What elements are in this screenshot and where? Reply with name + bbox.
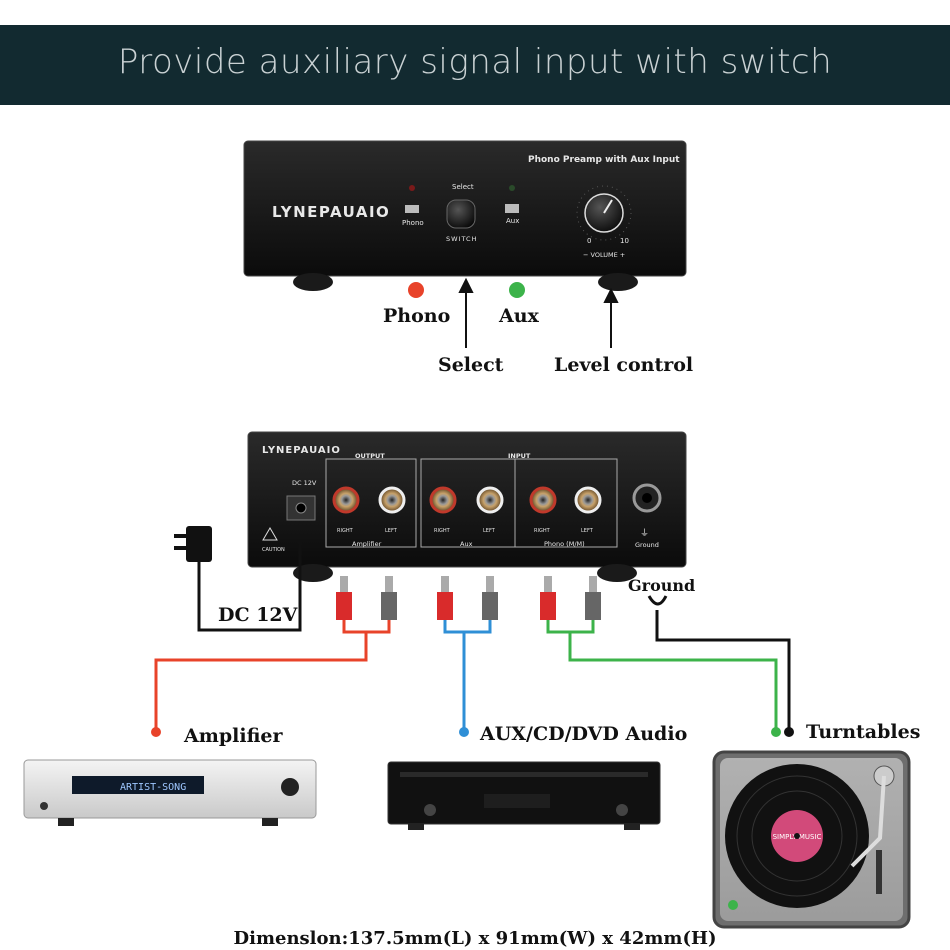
phono-cable [546, 620, 778, 732]
front-brand: LYNEPAUAIO [272, 203, 390, 221]
volume-dial-ticks [576, 185, 632, 241]
rca-left-label: LEFT [581, 528, 594, 534]
aux-device-label: AUX/CD/DVD Audio [480, 723, 688, 745]
level-arrow [603, 287, 619, 348]
aux-led [509, 185, 515, 191]
front-phono-callout: Phono [383, 305, 451, 327]
rca-output-right[interactable] [332, 486, 360, 514]
rca-left-label: LEFT [385, 528, 398, 534]
rca-phono-left[interactable] [574, 486, 602, 514]
caution-icon [262, 527, 278, 541]
rca-plugs [336, 576, 601, 620]
front-switch-label: SWITCH [446, 235, 478, 243]
front-aux-callout: Aux [499, 305, 539, 327]
turntable-device: SIMPLY MUSIC [712, 750, 911, 929]
ground-callout: Ground [628, 576, 696, 595]
aux-cable [443, 620, 492, 732]
back-foot-left [293, 564, 333, 582]
back-phono-group-label: Phono (M/M) [544, 540, 585, 548]
rca-right-label: RIGHT [434, 528, 451, 534]
ground-symbol-icon: ⏚ [640, 528, 649, 539]
front-select-callout: Select [438, 354, 504, 376]
dial-max-label: 10 [620, 237, 629, 245]
phono-indicator-icon [405, 205, 419, 213]
back-output-label: OUTPUT [355, 452, 385, 460]
front-panel: LYNEPAUAIO Phono Preamp with Aux Input P… [243, 140, 687, 291]
front-product-name: Phono Preamp with Aux Input [528, 155, 680, 165]
back-ground-label: Ground [635, 541, 659, 549]
tonearm-icon [850, 775, 886, 868]
front-phono-label: Phono [402, 219, 424, 227]
dc-cable [197, 540, 302, 632]
cd-player-device [387, 761, 661, 830]
front-select-label: Select [452, 183, 474, 191]
aux-dot [509, 282, 525, 298]
turntables-label: Turntables [806, 721, 921, 743]
front-foot-left [293, 273, 333, 291]
rca-aux-left[interactable] [476, 486, 504, 514]
rca-phono-right[interactable] [529, 486, 557, 514]
front-foot-right [598, 273, 638, 291]
select-switch-button[interactable] [446, 199, 476, 229]
front-level-callout: Level control [554, 354, 694, 376]
rca-aux-right[interactable] [429, 486, 457, 514]
amp-display-text: ARTIST-SONG [120, 782, 186, 793]
phono-dot [408, 282, 424, 298]
front-aux-label: Aux [506, 217, 519, 225]
rca-output-left[interactable] [378, 486, 406, 514]
aux-indicator-icon [505, 204, 519, 213]
back-brand: LYNEPAUAIO [262, 445, 341, 456]
phono-led [409, 185, 415, 191]
front-volume-label: − VOLUME + [583, 251, 625, 259]
rca-right-label: RIGHT [337, 528, 354, 534]
amplifier-device: ARTIST-SONG [23, 759, 317, 826]
select-arrow [458, 277, 474, 348]
power-adapter-icon [174, 526, 212, 562]
back-aux-group-label: Aux [460, 540, 473, 548]
rca-left-label: LEFT [483, 528, 496, 534]
dc-callout: DC 12V [218, 604, 298, 626]
back-caution-label: CAUTION [262, 547, 285, 553]
back-dc-label: DC 12V [292, 479, 317, 487]
back-amp-group-label: Amplifier [352, 540, 382, 548]
header-banner [0, 25, 950, 105]
amplifier-label: Amplifier [184, 725, 283, 747]
page-title: Provide auxiliary signal input with swit… [117, 42, 833, 82]
rca-right-label: RIGHT [534, 528, 551, 534]
dimension-caption: Dimenslon:137.5mm(L) x 91mm(W) x 42mm(H) [233, 928, 717, 949]
dial-min-label: 0 [587, 237, 591, 245]
amp-cable [154, 620, 391, 732]
back-panel: LYNEPAUAIO DC 12V CAUTION OUTPUT Amplifi… [247, 431, 687, 582]
ground-cable [647, 595, 791, 732]
back-input-label: INPUT [508, 452, 531, 460]
back-foot-right [597, 564, 637, 582]
